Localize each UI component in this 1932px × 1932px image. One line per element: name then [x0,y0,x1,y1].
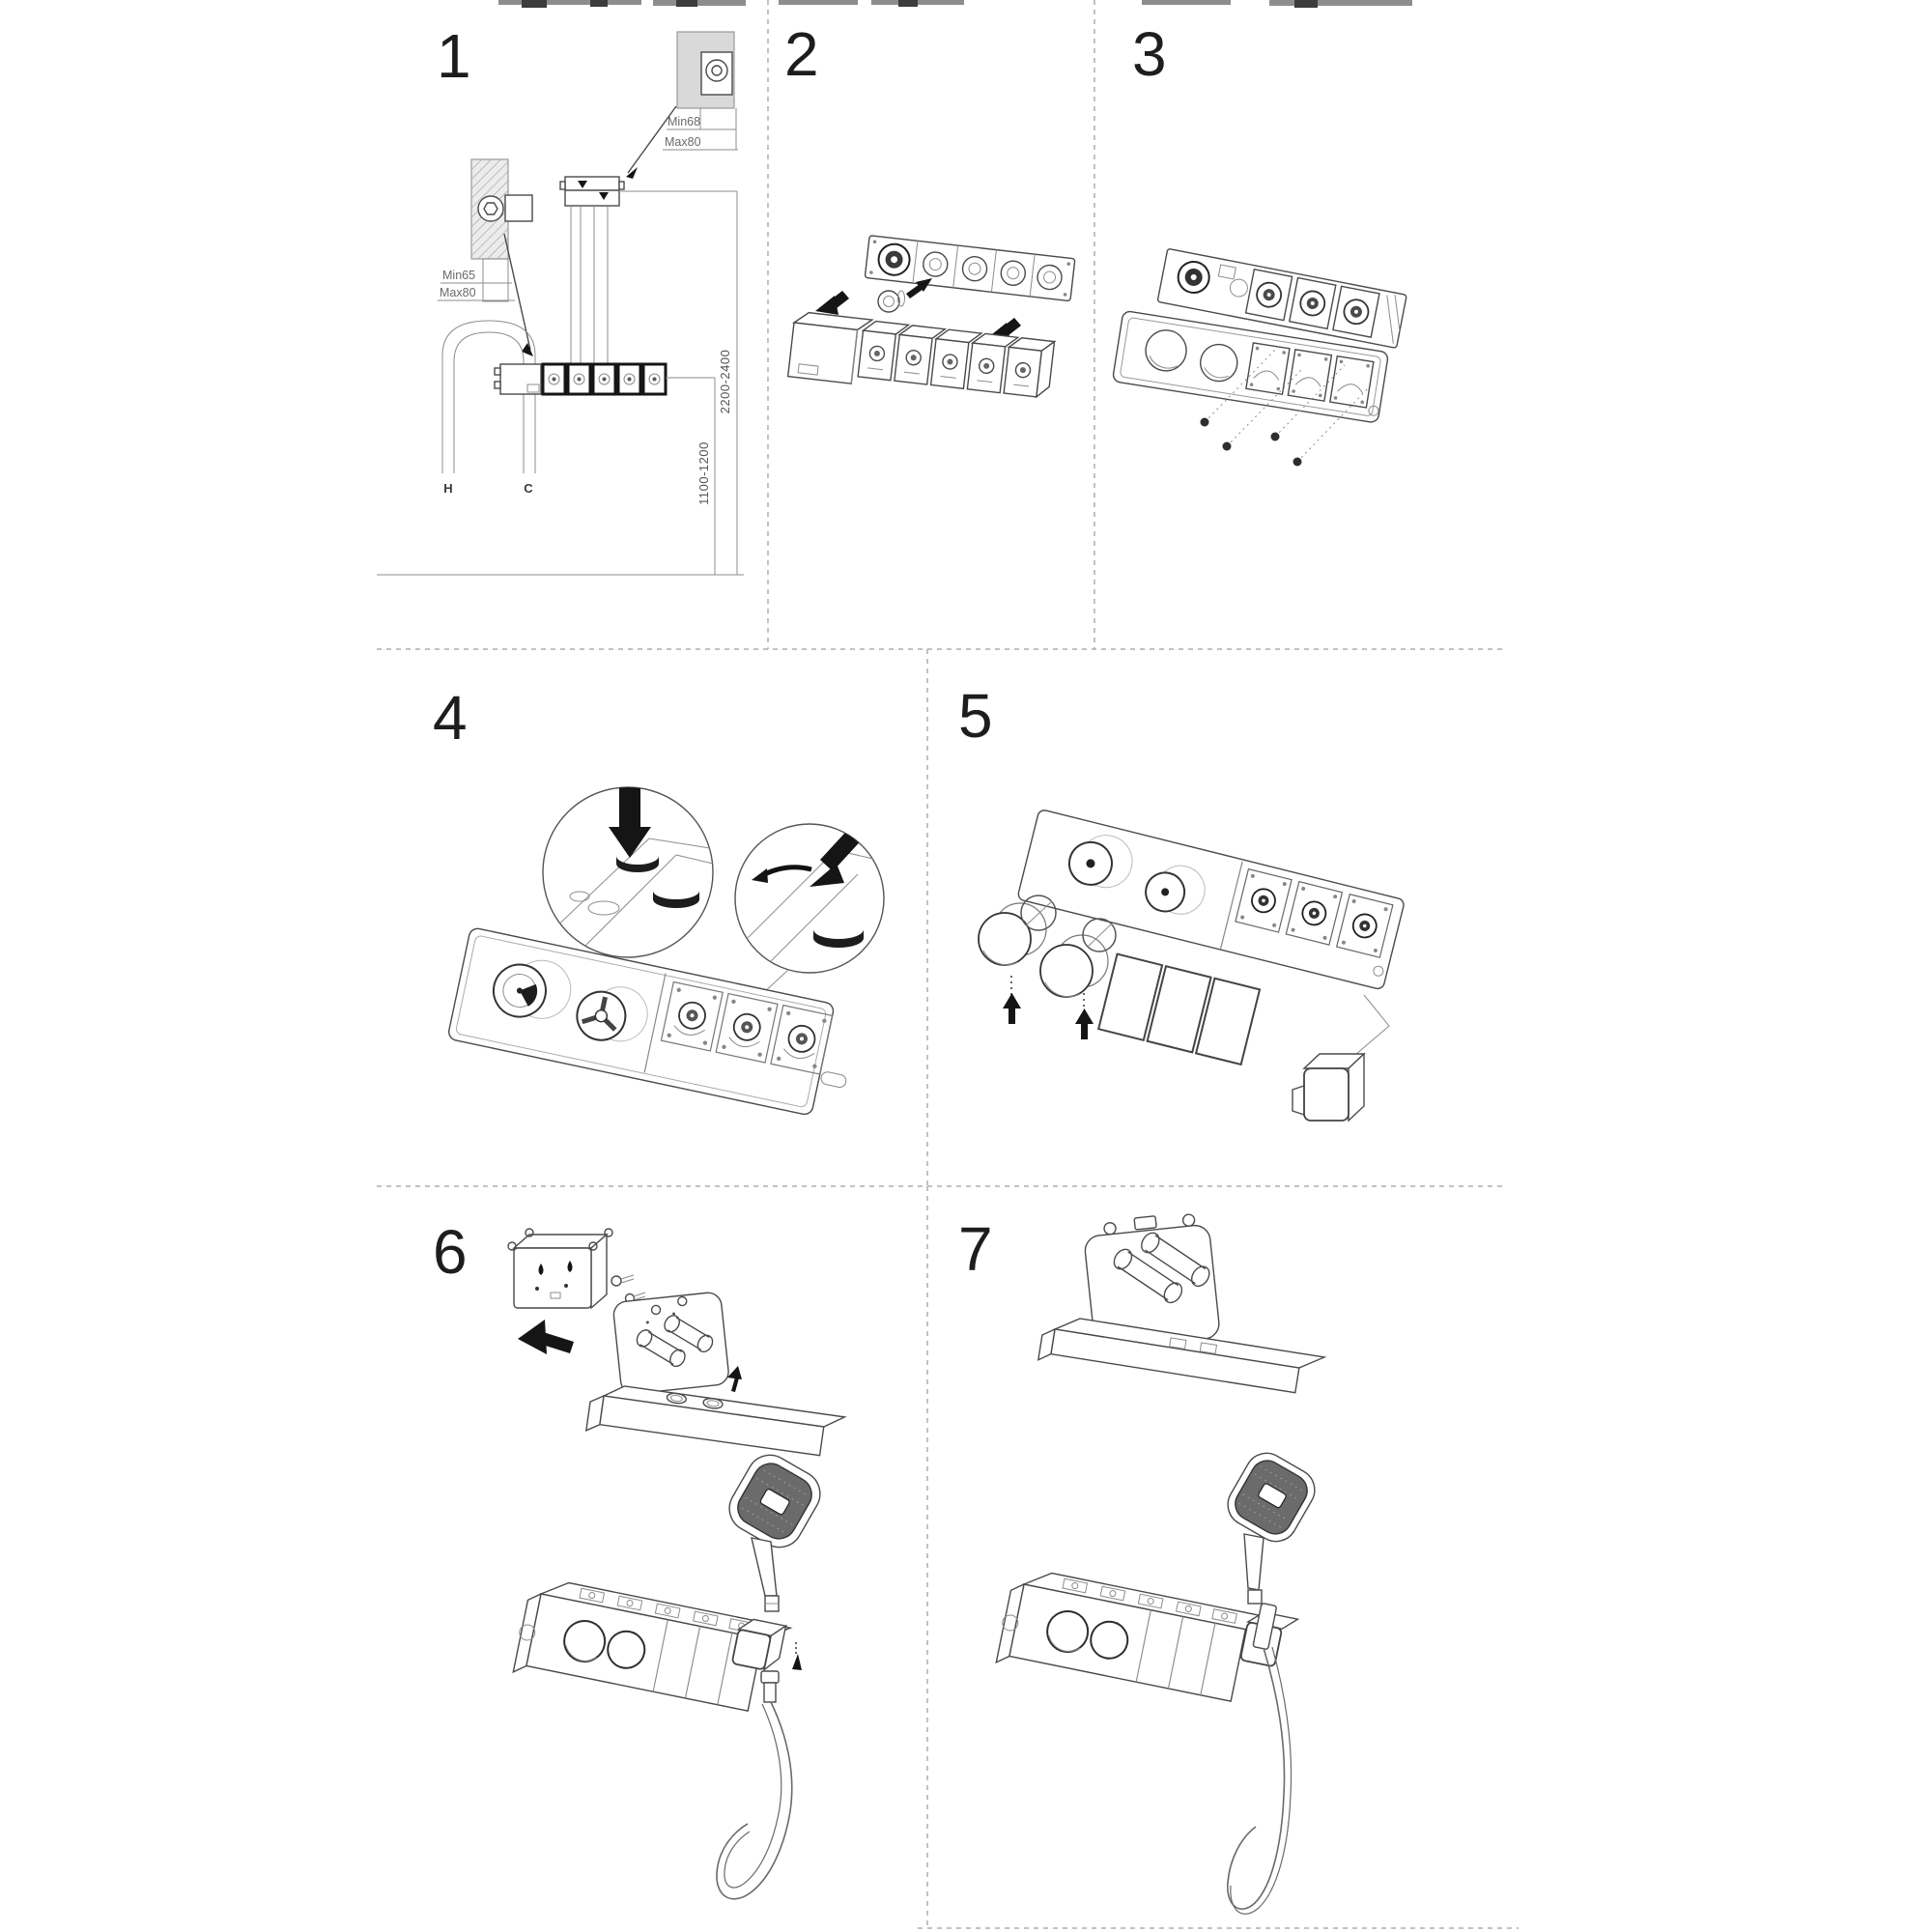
ceiling-mount-detail: Min68 Max80 [626,31,738,179]
insert-arrow-icon [906,284,923,298]
cap-piece [877,278,932,313]
connection-cover-plate [612,1292,729,1395]
insert-arrow-icon [727,1366,742,1392]
handle-knob [978,902,1047,966]
shelf-spout-bar [1037,1318,1327,1394]
hot-cold-supply-pipe: H C [441,320,536,496]
hot-pipe-label: H [443,481,452,496]
step-1-panel: 1 Min68 Max80 [377,21,744,576]
cartridge-module [770,1004,834,1075]
leader-arrowhead-icon [522,343,533,356]
handshower [728,1454,821,1612]
direction-arrow-icon [815,296,838,315]
valve-body-manifold [494,362,668,396]
step-3-panel: 3 [1112,19,1407,467]
wall-mount-detail: Min65 Max80 [438,158,533,356]
depth-label-min65: Min65 [442,269,475,282]
screw-icon [1293,457,1302,467]
trim-faceplate [1112,310,1389,423]
height-label-1100-1200: 1100-1200 [696,441,711,505]
press-arrow-icon [609,827,651,858]
knob [1046,1609,1090,1653]
valve-body-row [786,311,1057,399]
insert-arrow-icon [1075,1009,1094,1039]
handshower-holder [731,1618,788,1672]
dimension-lines: 1100-1200 2200-2400 [377,190,744,576]
handshower [1227,1452,1316,1605]
thermostat-dial [492,963,547,1018]
step-5-panel: 5 [958,681,1405,1122]
depth-label-max80-wall: Max80 [440,286,476,299]
assembled-control-bar [995,1572,1300,1702]
insert-arrow-icon [1003,993,1021,1024]
knob [607,1630,646,1669]
step-number: 7 [958,1214,993,1284]
callout-press-detail [542,786,714,958]
step-2-panel: 2 [784,19,1076,399]
cartridge-plate [864,235,1076,301]
step-7-panel: 7 [958,1213,1327,1915]
screw-icon [1222,441,1232,451]
control-trim-panel [448,927,847,1116]
cartridge-module [660,980,724,1052]
height-label-2200-2400: 2200-2400 [718,350,732,414]
cold-pipe-label: C [524,481,533,496]
step-number: 5 [958,681,993,751]
handle-knob [1039,934,1109,998]
fixing-screws [1200,347,1373,467]
cartridge-module [1335,893,1394,958]
shower-hose [1227,1646,1293,1915]
panel-dividers [377,0,1519,1929]
cutoff-top-marks [498,0,1412,8]
screw-icon [1200,417,1209,427]
cover-squares [1096,952,1262,1066]
cartridge-module [1285,880,1344,946]
depth-label-max80-top: Max80 [665,135,701,149]
depth-label-min68: Min68 [668,115,700,128]
insert-arrow-icon [792,1642,802,1670]
rotate-arrow-icon [752,868,768,883]
valve-body-strip [1156,248,1407,349]
press-arrow-icon [810,864,844,887]
knob [1090,1620,1129,1660]
press-arrow-icon [619,787,640,829]
knob [563,1619,607,1662]
cartridge-module [1235,867,1293,933]
step-number: 1 [437,21,471,91]
hose-connector [760,1670,780,1703]
knob-ring [1020,895,1057,931]
control-trim-panel [1017,810,1405,990]
shelf-spout-bar [584,1385,847,1457]
insert-arrow-icon [916,278,932,292]
supply-pipes [570,206,609,363]
direction-arrow-icon [518,1320,547,1354]
step-6-panel: 6 [433,1217,847,1900]
assembled-control-bar [512,1581,793,1712]
mounting-bracket [559,176,625,207]
shower-hose [716,1701,793,1900]
knob-ring [1082,918,1117,952]
down-arrow-icon [578,181,587,188]
callout-rotate-detail [734,823,885,974]
wall-plate-assembly [1084,1213,1220,1350]
step-4-panel: 4 [433,683,885,1116]
volume-dial [576,990,627,1041]
screw-icon [611,1274,635,1287]
step-number: 2 [784,19,819,89]
cartridge-module [715,992,779,1064]
handshower-holder [1292,1052,1366,1122]
handshower-holder [1239,1603,1300,1667]
step-number: 3 [1132,19,1167,89]
down-arrow-icon [599,192,609,200]
step-number: 6 [433,1217,468,1287]
rough-in-box [507,1228,613,1310]
leader-arrowhead-icon [626,167,638,179]
screw-icon [1270,432,1280,441]
step-number: 4 [433,683,468,753]
